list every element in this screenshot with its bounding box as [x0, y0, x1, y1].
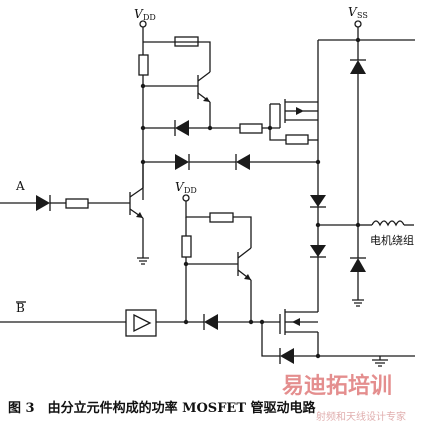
diode-row-b	[203, 314, 218, 330]
resistor-left-vertical	[138, 54, 149, 76]
vdd-mid-sub: DD	[184, 186, 197, 195]
ground-right	[352, 299, 364, 307]
transistor-mid	[237, 247, 252, 281]
vdd-top-wire	[142, 27, 211, 72]
vss-label: V	[348, 5, 358, 19]
resistor-mid-vertical	[181, 235, 192, 258]
resistor-input-a	[65, 198, 89, 209]
resistor-gate	[239, 123, 263, 134]
watermark-brand: 易迪拓培训	[282, 373, 392, 399]
winding-label: 电机绕组	[370, 233, 414, 247]
diode-row1	[174, 120, 189, 136]
diode-bus-1	[310, 195, 326, 208]
vdd-top-supply: V DD	[134, 7, 156, 28]
diode-vss	[350, 59, 366, 74]
figure-caption: 图 3 由分立元件构成的功率 MOSFET 管驱动电路	[8, 400, 317, 416]
diode-row2b	[235, 154, 250, 170]
resistor-mid-top	[209, 212, 234, 223]
transistor-top	[197, 71, 211, 103]
input-a-label: A	[15, 179, 25, 193]
vdd-mid-supply: V DD	[175, 180, 197, 202]
mosfet-top	[269, 99, 318, 128]
input-b-label: B	[16, 301, 25, 315]
buffer-amp	[125, 309, 157, 337]
vss-supply: V SS	[348, 5, 368, 28]
resistor-top	[174, 36, 199, 47]
diode-row2a	[175, 154, 190, 170]
resistor-gate-source	[285, 134, 309, 145]
watermark-logo: 易迪拓培训 射频和天线设计专家	[282, 373, 406, 423]
diode-bottom	[279, 348, 294, 364]
transistor-a	[129, 187, 144, 219]
ground-bottom	[372, 356, 388, 367]
vdd-top-label: V	[134, 7, 144, 21]
vdd-mid-label: V	[175, 180, 185, 194]
watermark-sub: 射频和天线设计专家	[316, 410, 406, 423]
diode-bus-2	[310, 245, 326, 258]
vdd-top-sub: DD	[143, 13, 156, 22]
diode-winding-ground	[350, 257, 366, 272]
ground-transistor-a	[137, 257, 149, 265]
motor-winding: 电机绕组	[358, 220, 414, 247]
vss-sub: SS	[357, 11, 368, 20]
diode-input-a	[36, 195, 51, 211]
mosfet-bottom	[279, 309, 318, 335]
